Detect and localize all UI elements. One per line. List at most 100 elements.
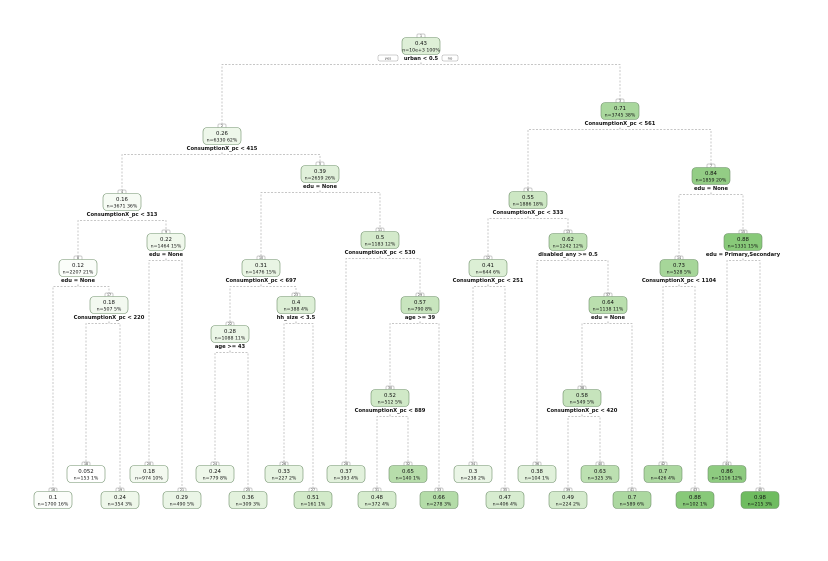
node-box: [241, 259, 281, 277]
node-value: 0.66: [433, 495, 446, 501]
no-label: no: [448, 56, 453, 61]
tree-node: 310.48n=372 4%: [357, 487, 397, 509]
node-count: n=406 4%: [493, 502, 518, 508]
node-value: 0.62: [562, 237, 574, 243]
node-count: n=1476 15%: [246, 270, 277, 276]
tree-node: 340.3n=238 2%: [453, 461, 493, 483]
node-value: 0.71: [614, 106, 626, 112]
node-id: 43: [693, 488, 697, 492]
tree-edge: [678, 284, 696, 489]
node-id: 34: [471, 462, 475, 466]
tree-edge: [229, 350, 249, 489]
node-value: 0.64: [602, 300, 615, 306]
tree-edge: [527, 216, 569, 231]
node-box: [723, 233, 763, 251]
tree-edge: [214, 350, 231, 463]
node-split-rule: edu = None: [694, 186, 728, 192]
tree-edge: [121, 152, 223, 191]
node-box: [468, 259, 508, 277]
node-box: [659, 259, 699, 277]
tree-edge: [726, 258, 744, 463]
node-id: 29: [418, 293, 422, 297]
tree-node: 200.18n=974 10%: [129, 461, 169, 483]
node-split-rule: disabled_any >= 0.5: [538, 252, 598, 258]
tree-node: 140.73n=528 5%ConsumptionX_pc < 1104: [642, 255, 717, 284]
node-count: n=528 5%: [667, 270, 692, 276]
node-value: 0.7: [659, 469, 668, 475]
node-split-rule: edu = None: [149, 252, 183, 258]
tree-node: 370.64n=1138 11%edu = None: [588, 292, 628, 321]
node-id: 2: [221, 124, 223, 128]
node-count: n=6330 62%: [207, 138, 238, 144]
node-box: [707, 465, 747, 483]
tree-edge: [487, 284, 506, 489]
node-count: n=3745 38%: [605, 113, 636, 119]
tree-node: 260.33n=227 2%: [264, 461, 304, 483]
node-box: [276, 296, 316, 314]
node-value: 0.29: [176, 495, 189, 501]
no-label-box: [441, 54, 459, 62]
node-value: 0.65: [402, 469, 414, 475]
node-count: n=278 3%: [427, 502, 452, 508]
node-id: 44: [725, 462, 729, 466]
tree-node: 160.1n=1700 16%: [33, 487, 73, 509]
tree-node: 240.24n=779 8%: [195, 461, 235, 483]
node-value: 0.51: [307, 495, 319, 501]
node-id: 23: [294, 293, 298, 297]
node-box: [360, 231, 400, 249]
node-value: 0.88: [689, 495, 702, 501]
tree-node: 350.47n=406 4%: [485, 487, 525, 509]
yes-label-box: [377, 54, 399, 62]
node-box: [100, 491, 140, 509]
tree-edge: [487, 216, 529, 257]
node-split-rule: hh_size < 3.5: [277, 315, 316, 321]
node-split-rule: ConsumptionX_pc < 251: [453, 278, 524, 284]
node-value: 0.18: [143, 469, 156, 475]
node-id: 7: [710, 164, 712, 168]
node-box: [580, 465, 620, 483]
node-value: 0.38: [531, 469, 544, 475]
tree-edge: [389, 414, 409, 463]
tree-node: 70.84n=1859 20%edu = None: [691, 163, 731, 192]
node-box: [326, 465, 366, 483]
tree-edge: [319, 190, 381, 229]
node-box: [612, 491, 652, 509]
node-split-rule: ConsumptionX_pc < 889: [355, 408, 426, 414]
node-count: n=309 3%: [236, 502, 261, 508]
tree-node: 330.66n=278 3%: [419, 487, 459, 509]
yes-label: yes: [385, 56, 392, 61]
tree-node: 120.41n=644 6%ConsumptionX_pc < 251: [453, 255, 524, 284]
tree-edge: [419, 321, 440, 489]
node-value: 0.57: [414, 300, 426, 306]
tree-edge: [581, 414, 601, 463]
node-id: 31: [375, 488, 379, 492]
node-box: [675, 491, 715, 509]
tree-node: 20.26n=6330 62%ConsumptionX_pc < 415: [187, 123, 258, 152]
node-value: 0.12: [72, 263, 84, 269]
node-count: n=227 2%: [272, 476, 297, 482]
node-box: [264, 465, 304, 483]
node-split-rule: edu = None: [591, 315, 625, 321]
tree-edge: [260, 284, 297, 294]
root-branch-labels: yes no: [377, 54, 459, 62]
node-box: [102, 193, 142, 211]
node-count: n=1331 15%: [728, 244, 759, 250]
node-id: 5: [319, 162, 321, 166]
node-value: 0.33: [278, 469, 290, 475]
node-box: [691, 167, 731, 185]
tree-edge: [229, 284, 262, 323]
node-box: [162, 491, 202, 509]
node-split-rule: edu = Primary,Secondary: [706, 252, 781, 258]
node-count: n=2207 21%: [63, 270, 94, 276]
node-count: n=1700 16%: [38, 502, 69, 508]
node-count: n=549 5%: [570, 400, 595, 406]
node-id: 3: [619, 99, 621, 103]
tree-edge: [148, 258, 167, 463]
node-value: 0.88: [737, 237, 750, 243]
tree-node: 280.37n=393 4%: [326, 461, 366, 483]
tree-edge: [607, 321, 633, 489]
node-count: n=779 8%: [203, 476, 228, 482]
node-id: 10: [259, 256, 263, 260]
node-value: 0.41: [482, 263, 494, 269]
